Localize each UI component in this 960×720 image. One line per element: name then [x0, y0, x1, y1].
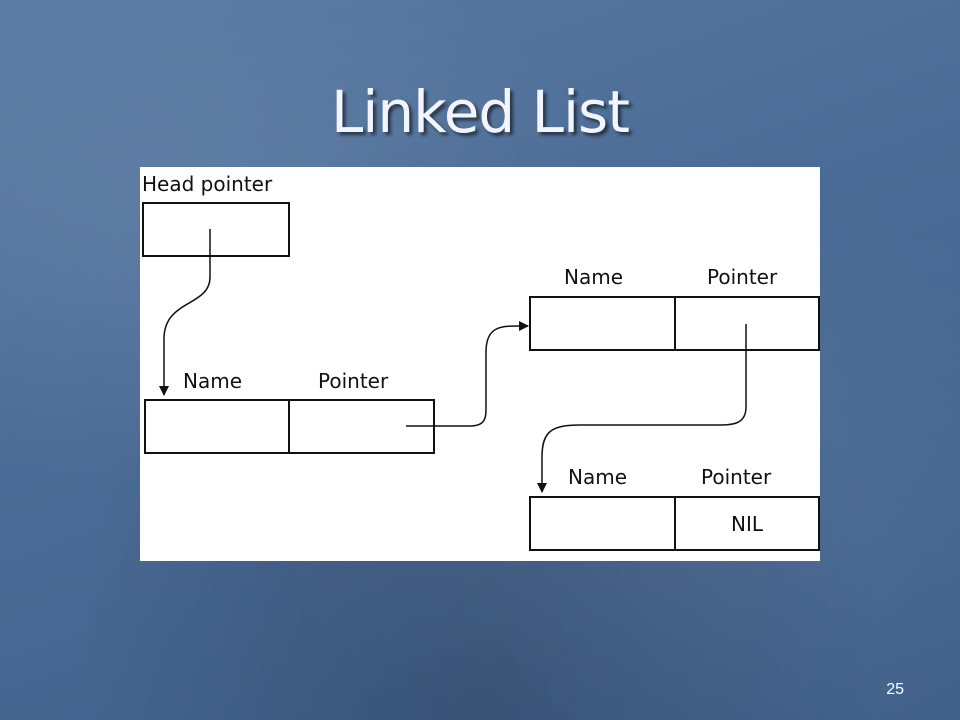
- node-3-pointer-cell: [674, 496, 820, 551]
- diagram-svg: Head pointer Name Pointer Name Pointer N…: [142, 172, 820, 551]
- node-2-pointer-label: Pointer: [707, 265, 778, 289]
- node-3-name-cell: [529, 496, 676, 551]
- head-pointer-box: [142, 202, 290, 257]
- node-1-pointer-label: Pointer: [318, 369, 389, 393]
- node-2-name-label: Name: [564, 265, 623, 289]
- linked-list-diagram: Head pointer Name Pointer Name Pointer N…: [140, 167, 820, 561]
- node-2-pointer-cell: [674, 296, 820, 351]
- slide-title: Linked List: [330, 78, 630, 146]
- head-to-node-1-arrow: [159, 229, 211, 396]
- node-1-name-cell: [144, 399, 290, 454]
- node-3-pointer-label: Pointer: [701, 465, 772, 489]
- node-2-name-cell: [529, 296, 676, 351]
- nil-value: NIL: [731, 512, 764, 536]
- page-number: 25: [886, 681, 904, 698]
- node-1-name-label: Name: [183, 369, 242, 393]
- node-3-name-label: Name: [568, 465, 627, 489]
- head-pointer-label: Head pointer: [142, 172, 273, 196]
- node-1-to-node-2-arrow: [406, 321, 529, 427]
- node-2-to-node-3-arrow: [537, 324, 747, 493]
